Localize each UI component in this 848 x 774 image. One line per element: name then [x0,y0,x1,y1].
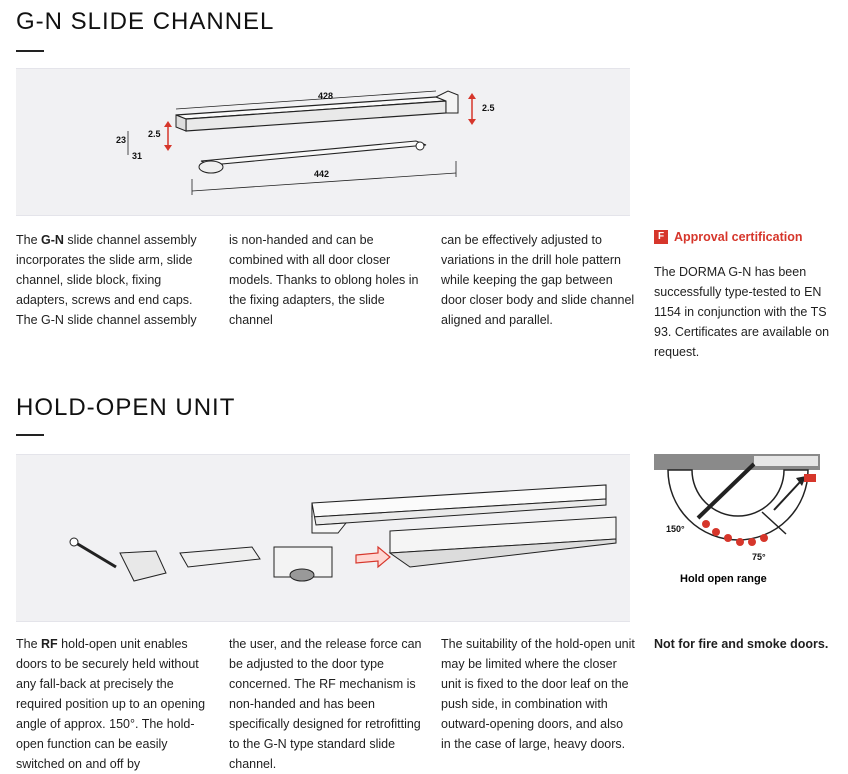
title-underline [16,50,44,52]
hold-open-figure [16,454,630,622]
hold-open-col-2: the user, and the release force can be a… [229,637,422,771]
hold-open-col-1: The RF hold-open unit enables doors to b… [16,637,206,771]
section-title-slide-channel: G-N SLIDE CHANNEL [16,8,275,35]
approval-heading-text: Approval certification [674,230,803,244]
dim-right-label: 2.5 [482,103,495,113]
slide-channel-col-3: can be effectively adjusted to variation… [441,233,635,327]
dim-top-label: 428 [318,91,333,101]
f-badge-icon: F [654,230,668,244]
section-title-hold-open: HOLD-OPEN UNIT [16,394,236,421]
hold-open-col-3: The suitability of the hold-open unit ma… [441,637,635,751]
approval-heading: F Approval certification [654,230,844,244]
hold-open-range-caption: Hold open range [680,573,767,585]
slide-channel-col-2: is non-handed and can be combined with a… [229,233,419,327]
hold-open-range-diagram: 150° 75° Hold open range [654,454,820,590]
hold-open-range-svg: 150° 75° Hold open range [654,454,820,585]
product-name-gn: G-N [41,233,64,247]
dim-bottom-label: 442 [314,169,329,179]
slide-channel-figure: 428 442 2.5 2.5 23 31 [16,68,630,216]
fire-smoke-note: Not for fire and smoke doors. [654,637,829,651]
slide-channel-drawing: 428 442 2.5 2.5 23 31 [116,90,495,195]
dim-left-big-label: 23 [116,135,126,145]
dim-left-tiny-label: 31 [132,151,142,161]
product-name-rf: RF [41,637,58,651]
angle-max-label: 150° [666,524,685,534]
slide-channel-col-1: The G-N slide channel assembly incorpora… [16,233,197,327]
dim-left-small-label: 2.5 [148,129,161,139]
hold-open-exploded-drawing [69,484,617,582]
angle-min-label: 75° [752,552,766,562]
title-underline [16,434,44,436]
approval-body: The DORMA G-N has been successfully type… [654,265,830,359]
approval-certification: F Approval certification The DORMA G-N h… [654,230,844,362]
